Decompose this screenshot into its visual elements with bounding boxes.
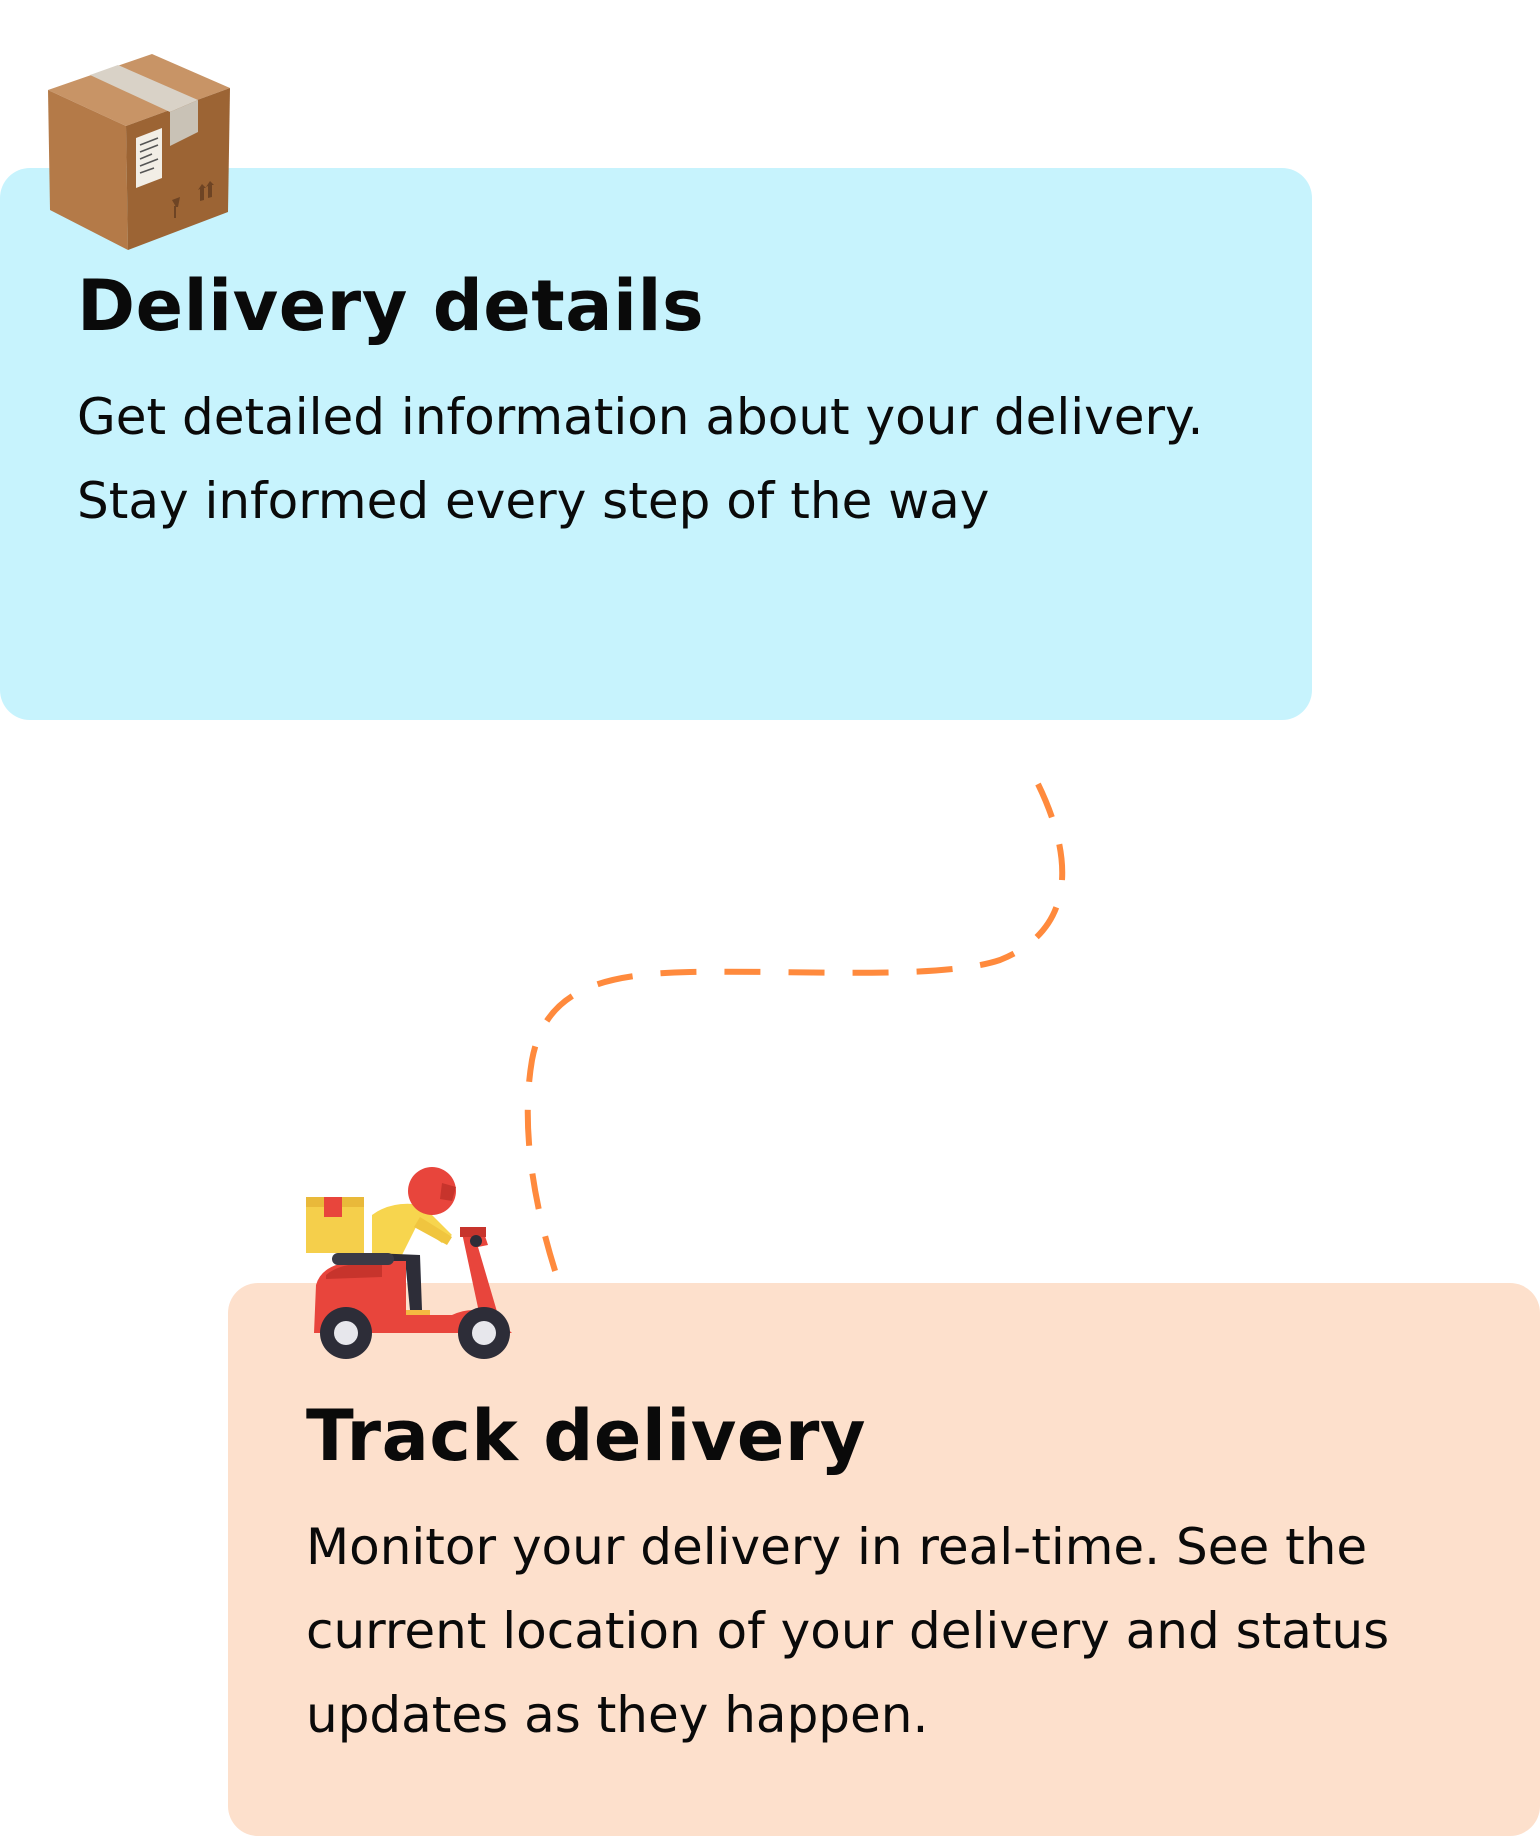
track-delivery-description: Monitor your delivery in real-time. See … <box>306 1518 1390 1744</box>
track-delivery-card: Track delivery Monitor your delivery in … <box>228 1283 1540 1836</box>
package-box-icon <box>48 54 230 250</box>
delivery-details-card: Delivery details Get detailed informatio… <box>0 168 1312 720</box>
delivery-details-title: Delivery details <box>77 265 705 347</box>
delivery-scooter-icon <box>306 1167 512 1359</box>
delivery-details-description: Get detailed information about your deli… <box>77 388 1204 530</box>
track-delivery-title: Track delivery <box>306 1395 867 1477</box>
